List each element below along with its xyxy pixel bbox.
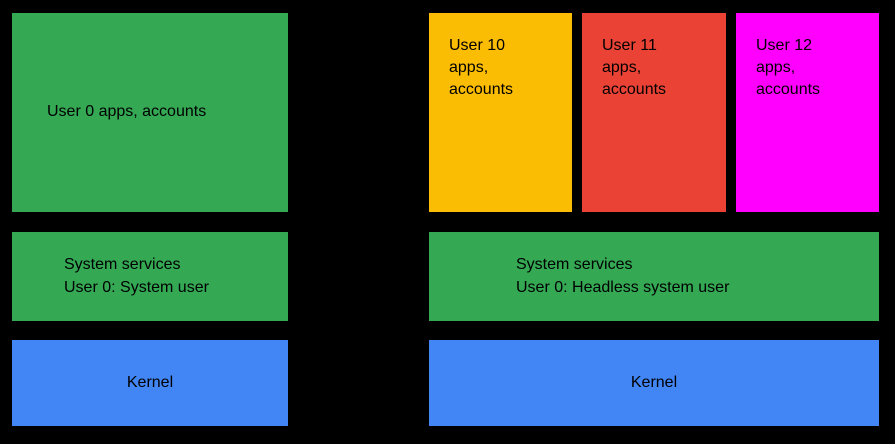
user0-apps-box: User 0 apps, accounts bbox=[12, 13, 288, 212]
left-system-user-label: User 0: System user bbox=[64, 278, 209, 296]
user10-apps-label: User 10 apps, accounts bbox=[449, 37, 514, 99]
user12-apps-label: User 12 apps, accounts bbox=[756, 37, 821, 99]
right-headless-system-user-label: User 0: Headless system user bbox=[516, 278, 730, 296]
user10-apps-box: User 10 apps, accounts bbox=[429, 13, 572, 212]
user11-apps-box: User 11 apps, accounts bbox=[582, 13, 726, 212]
user0-apps-label: User 0 apps, accounts bbox=[47, 103, 207, 121]
right-kernel-label: Kernel bbox=[630, 373, 678, 391]
right-system-services-label: System services bbox=[516, 256, 633, 274]
left-kernel-label: Kernel bbox=[126, 373, 174, 391]
right-system-services-box: System services User 0: Headless system … bbox=[429, 232, 879, 321]
right-kernel-box: Kernel bbox=[429, 340, 879, 426]
left-system-services-label: System services bbox=[64, 256, 181, 274]
user12-apps-box: User 12 apps, accounts bbox=[736, 13, 879, 212]
user11-apps-label: User 11 apps, accounts bbox=[602, 37, 667, 99]
left-system-services-box: System services User 0: System user bbox=[12, 232, 288, 321]
left-kernel-box: Kernel bbox=[12, 340, 288, 426]
